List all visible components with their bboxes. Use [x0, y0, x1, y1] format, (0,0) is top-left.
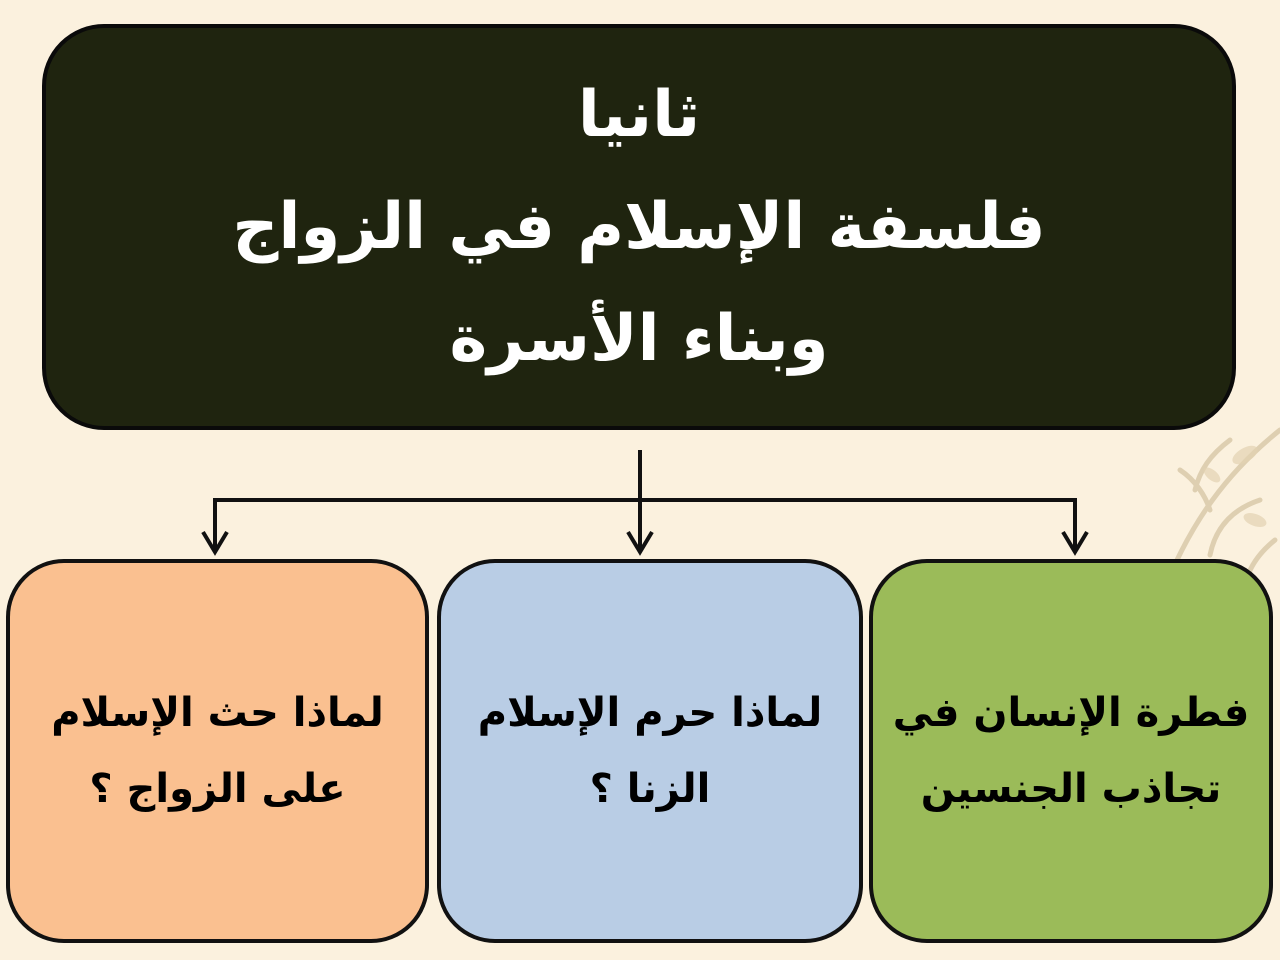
box-right-line-1: فطرة الإنسان في: [892, 690, 1250, 736]
arrowhead-middle: [626, 530, 654, 556]
box-human-nature: فطرة الإنسان في تجاذب الجنسين: [869, 559, 1273, 943]
box-why-encourage-marriage: لماذا حث الإسلام على الزواج ؟: [6, 559, 429, 943]
title-line-2: فلسفة الإسلام في الزواج: [232, 190, 1046, 264]
box-why-forbid-zina: لماذا حرم الإسلام الزنا ؟: [437, 559, 863, 943]
arrowhead-left: [201, 530, 229, 556]
box-left-line-1: لماذا حث الإسلام: [51, 690, 384, 736]
box-left-line-2: على الزواج ؟: [89, 766, 346, 812]
title-line-3: وبناء الأسرة: [449, 302, 829, 376]
box-middle-line-1: لماذا حرم الإسلام: [477, 690, 823, 736]
title-box: ثانيا فلسفة الإسلام في الزواج وبناء الأس…: [42, 24, 1236, 430]
box-right-line-2: تجاذب الجنسين: [920, 766, 1222, 812]
title-line-1: ثانيا: [577, 78, 701, 152]
box-middle-line-2: الزنا ؟: [589, 766, 711, 812]
arrowhead-right: [1061, 530, 1089, 556]
